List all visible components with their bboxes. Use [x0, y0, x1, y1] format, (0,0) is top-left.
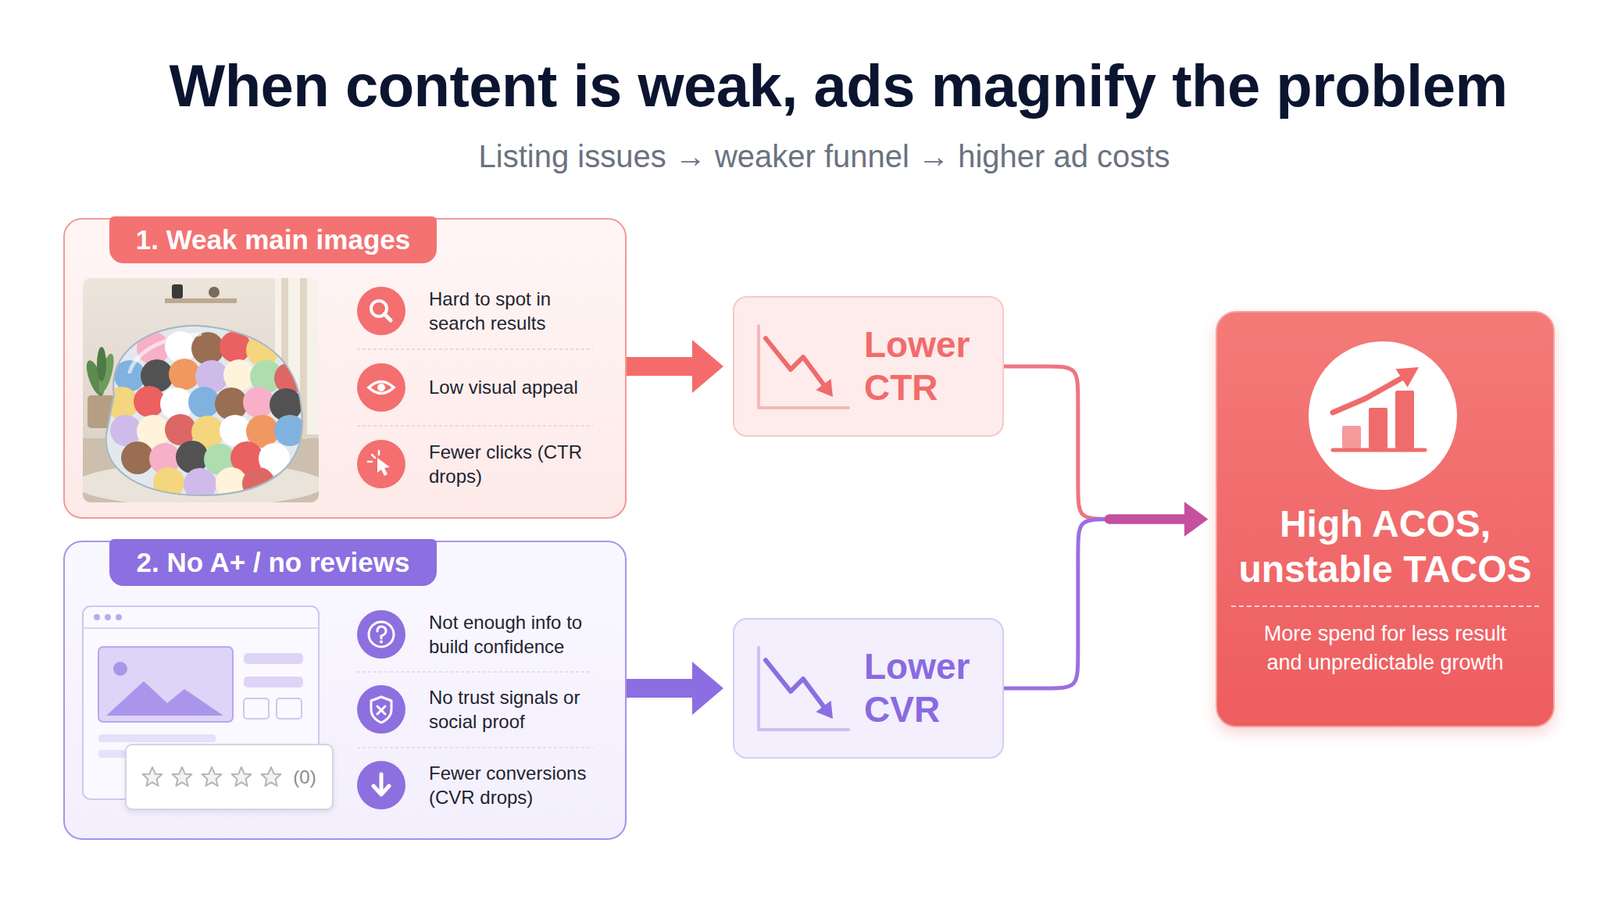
click-icon: [357, 439, 406, 489]
arrow-head: [692, 661, 724, 715]
trend-down-icon: [734, 297, 1003, 436]
down-arrow-icon: [357, 760, 406, 810]
search-icon: [357, 286, 406, 336]
beanbag-photo: [82, 278, 319, 503]
merged-connector: [1109, 514, 1186, 525]
question-icon: [357, 610, 406, 659]
diagram-title: When content is weak, ads magnify the pr…: [107, 50, 1569, 122]
metric-label: Lower CVR: [864, 645, 990, 732]
connector-line: [1003, 519, 1186, 690]
flow-connector: [1003, 366, 1208, 537]
issue-text: Low visual appeal: [428, 375, 609, 400]
flow-connector: [626, 661, 724, 715]
arrow-head: [1184, 502, 1208, 537]
result-box: High ACOS, unstable TACOS More spend for …: [1215, 310, 1555, 728]
flow-connector: [1003, 502, 1208, 690]
flow-connector: [626, 339, 724, 393]
panel-illustration: [64, 219, 625, 518]
eye-icon: [357, 363, 406, 412]
separator-lines: [357, 671, 593, 748]
issue-panel: 2. No A+ / no reviewsNot enough info to …: [63, 540, 627, 840]
metric-box: Lower CVR: [732, 617, 1004, 759]
shield-icon: [357, 685, 406, 734]
issue-text: Fewer conversions (CVR drops): [428, 760, 609, 810]
issue-text: Hard to spot in search results: [428, 286, 609, 336]
connector-shaft: [626, 678, 694, 698]
trend-down-icon: [734, 619, 1003, 758]
panel-heading: 1. Weak main images: [109, 216, 437, 264]
result-text: More spend for less result and unpredict…: [1248, 619, 1522, 677]
review-count: (0): [292, 766, 316, 790]
issue-panel: 1. Weak main imagesHard to spot in searc…: [63, 217, 627, 519]
connector-line: [1003, 366, 1186, 520]
issue-text: No trust signals or social proof: [428, 685, 609, 734]
arrow-head: [692, 339, 724, 393]
issue-text: Fewer clicks (CTR drops): [428, 439, 609, 489]
result-heading: High ACOS, unstable TACOS: [1231, 501, 1540, 608]
merged-connector: [1109, 514, 1186, 525]
arrow-head: [1184, 502, 1208, 537]
connector-shaft: [626, 357, 694, 376]
diagram-subtitle: Listing issues → weaker funnel → higher …: [109, 137, 1540, 175]
page-mockup: [82, 606, 319, 800]
metric-box: Lower CTR: [732, 296, 1004, 437]
rating-card: [125, 744, 333, 810]
plush-toys: [105, 331, 306, 501]
metric-label: Lower CTR: [864, 323, 990, 410]
issue-text: Not enough info to build confidence: [428, 610, 609, 659]
panel-heading: 2. No A+ / no reviews: [109, 539, 437, 586]
